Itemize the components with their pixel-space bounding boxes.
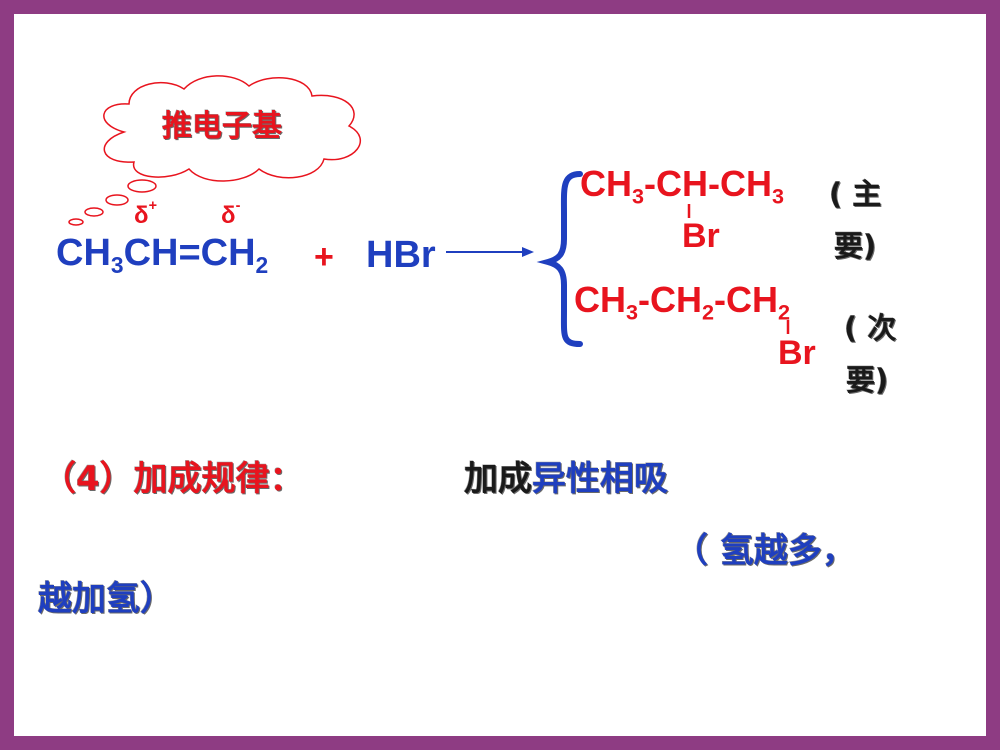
product2-formula: CH3-CH2-CH2: [574, 279, 791, 325]
reaction-arrow: [446, 247, 534, 257]
delta-minus: δ-: [221, 198, 241, 229]
rule-heading: （4）加成规律：: [42, 459, 304, 499]
cloud-bubble: [68, 75, 362, 226]
diagram-graphics: [68, 75, 790, 347]
slide: 推电子基 δ+ δ- CH3CH=CH2 + HBr CH3-CH-CH3 Br…: [14, 14, 986, 736]
delta-plus: δ+: [134, 198, 157, 229]
reactant-hbr: HBr: [366, 234, 436, 276]
product2-br: Br: [778, 334, 816, 372]
rule-line3: 越加氢）: [38, 579, 174, 619]
reactant-plus: +: [314, 238, 334, 276]
product1-br: Br: [682, 217, 720, 255]
rule-line2: （ 氢越多，: [674, 531, 856, 571]
rule-text: 加成异性相吸: [464, 459, 668, 499]
product-brace: [536, 171, 583, 347]
cloud-label: 推电子基: [162, 109, 282, 144]
product1-formula: CH3-CH-CH3: [580, 163, 784, 209]
product1-note-line2: 要): [834, 229, 877, 263]
reactant-propene: CH3CH=CH2: [56, 232, 269, 278]
product2-note-line2: 要): [846, 363, 889, 397]
product2-note-line1: ( 次: [844, 311, 897, 345]
product1-note-line1: ( 主: [829, 177, 882, 211]
